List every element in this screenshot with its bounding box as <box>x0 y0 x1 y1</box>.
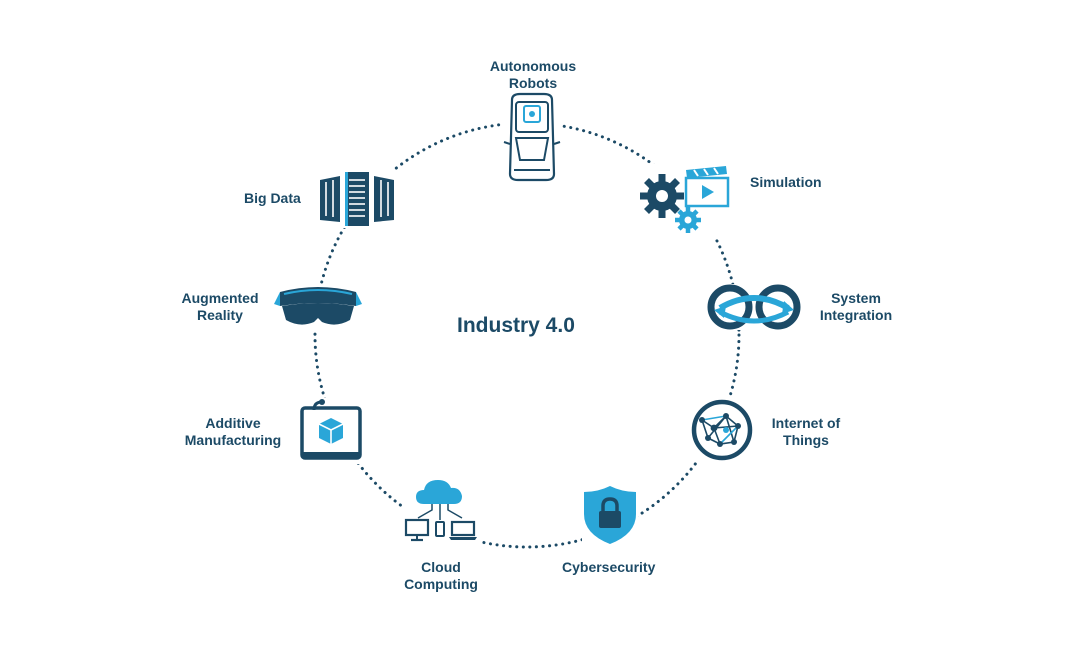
node-line1: Cloud <box>421 559 461 575</box>
3d-printer-icon <box>298 398 364 464</box>
node-line1: System <box>831 290 881 306</box>
autonomous-vehicle-icon <box>502 92 562 182</box>
node-iot-label: Internet of Things <box>767 415 845 449</box>
node-simulation-label: Simulation <box>750 174 822 191</box>
gear-clapperboard-icon <box>636 164 732 238</box>
cloud-devices-icon <box>402 476 482 548</box>
node-line2: Integration <box>819 307 893 323</box>
node-line2: Manufacturing <box>184 432 282 448</box>
shield-lock-icon <box>582 484 638 546</box>
node-additive-manufacturing-label: Additive Manufacturing <box>180 415 286 449</box>
node-line1: Internet of <box>771 415 841 431</box>
node-augmented-reality-label: Augmented Reality <box>176 290 264 324</box>
node-cybersecurity-label: Cybersecurity <box>562 559 655 576</box>
node-line2: Computing <box>404 576 478 592</box>
node-line1: Additive <box>205 415 261 431</box>
ar-headset-icon <box>270 284 366 330</box>
node-autonomous-robots-label: Autonomous Robots <box>486 58 580 92</box>
node-line1: Big Data <box>244 190 301 206</box>
center-title: Industry 4.0 <box>457 314 575 337</box>
node-line2: Robots <box>508 75 558 91</box>
node-line1: Cybersecurity <box>562 559 656 575</box>
node-line1: Augmented <box>181 290 259 306</box>
network-sphere-icon <box>690 398 754 462</box>
node-line1: Autonomous <box>489 58 577 74</box>
node-big-data-label: Big Data <box>244 190 301 207</box>
node-line1: Simulation <box>750 174 822 190</box>
node-line2: Reality <box>197 307 243 323</box>
infinity-integration-icon <box>706 284 802 330</box>
node-system-integration-label: System Integration <box>816 290 896 324</box>
node-line2: Things <box>783 432 829 448</box>
server-racks-icon <box>318 170 396 228</box>
node-cloud-computing-label: Cloud Computing <box>398 559 484 593</box>
